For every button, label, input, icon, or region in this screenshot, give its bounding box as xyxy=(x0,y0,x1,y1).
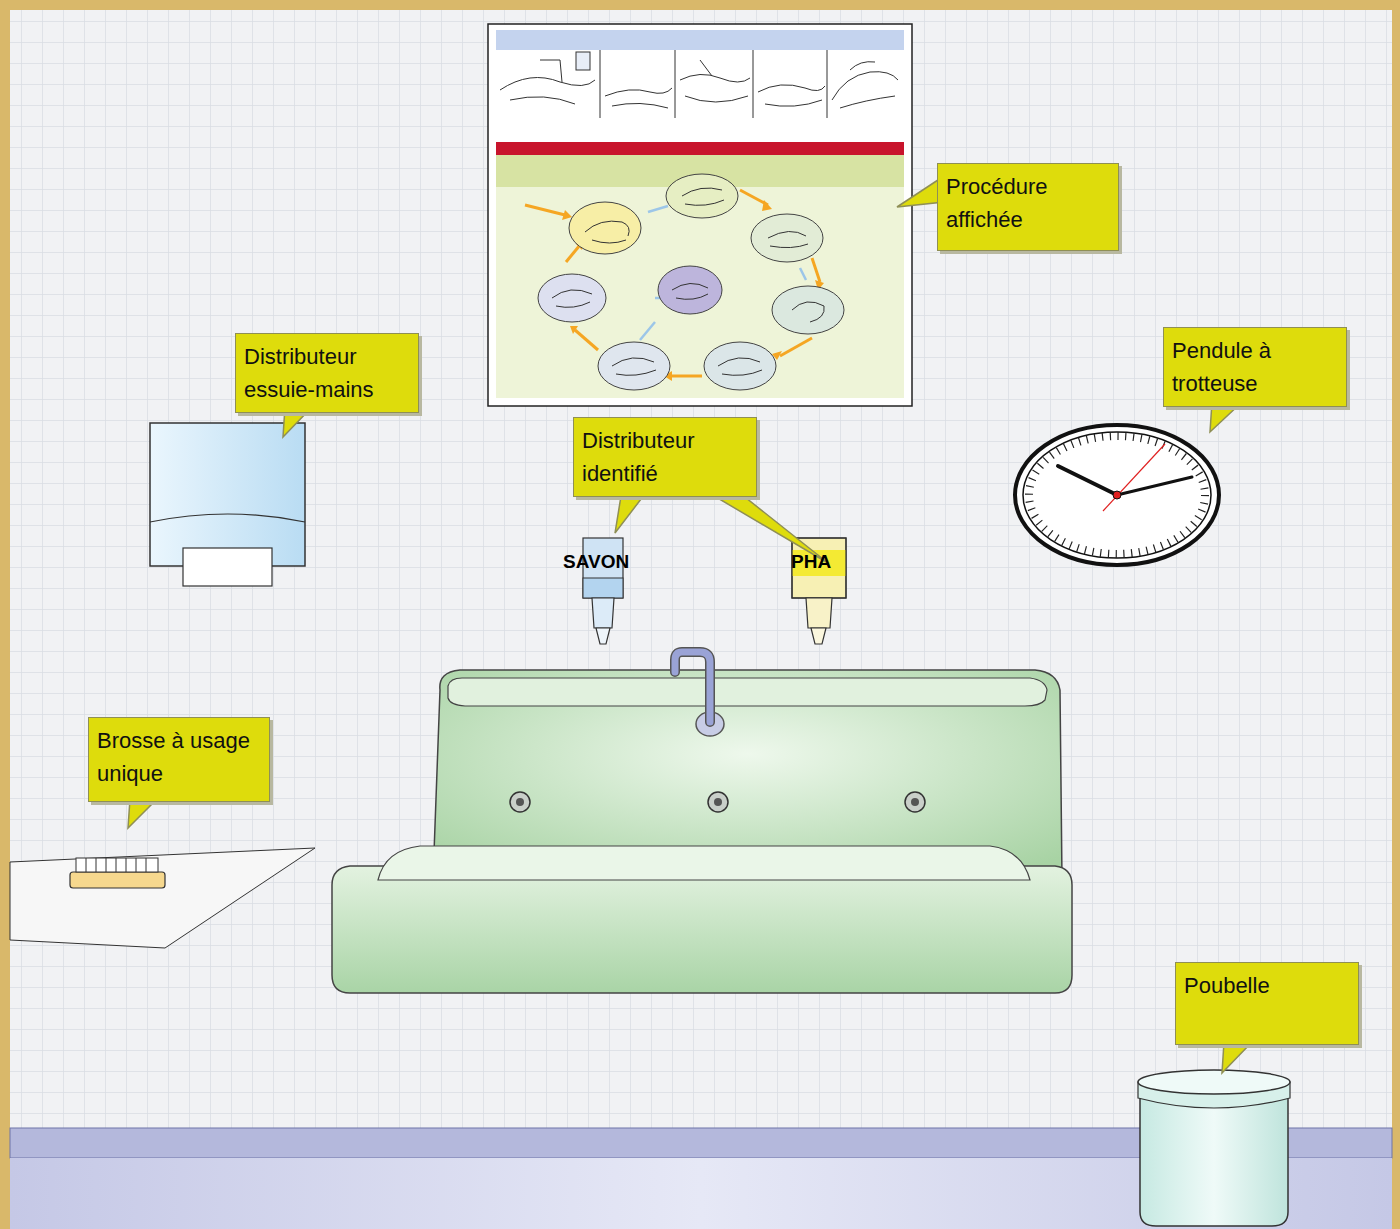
callout-bubble: Distributeur essuie-mains xyxy=(235,333,419,413)
callout-text: Poubelle xyxy=(1184,969,1350,1002)
callout-bubble: Procédure affichée xyxy=(937,163,1119,251)
callout-text: Brosse à usage unique xyxy=(97,724,261,790)
callout-bubble: Poubelle xyxy=(1175,962,1359,1045)
dispenser-label: PHA xyxy=(791,551,831,574)
dispenser-label: SAVON xyxy=(563,551,629,574)
callout-text: Distributeur identifié xyxy=(582,424,748,490)
callout-bubble: Pendule à trotteuse xyxy=(1163,327,1347,407)
callout-bubble: Brosse à usage unique xyxy=(88,717,270,802)
callout-text: Distributeur essuie-mains xyxy=(244,340,410,406)
callout-text: Procédure affichée xyxy=(946,170,1110,236)
callout-text: Pendule à trotteuse xyxy=(1172,334,1338,400)
callout-bubble: Distributeur identifié xyxy=(573,417,757,497)
